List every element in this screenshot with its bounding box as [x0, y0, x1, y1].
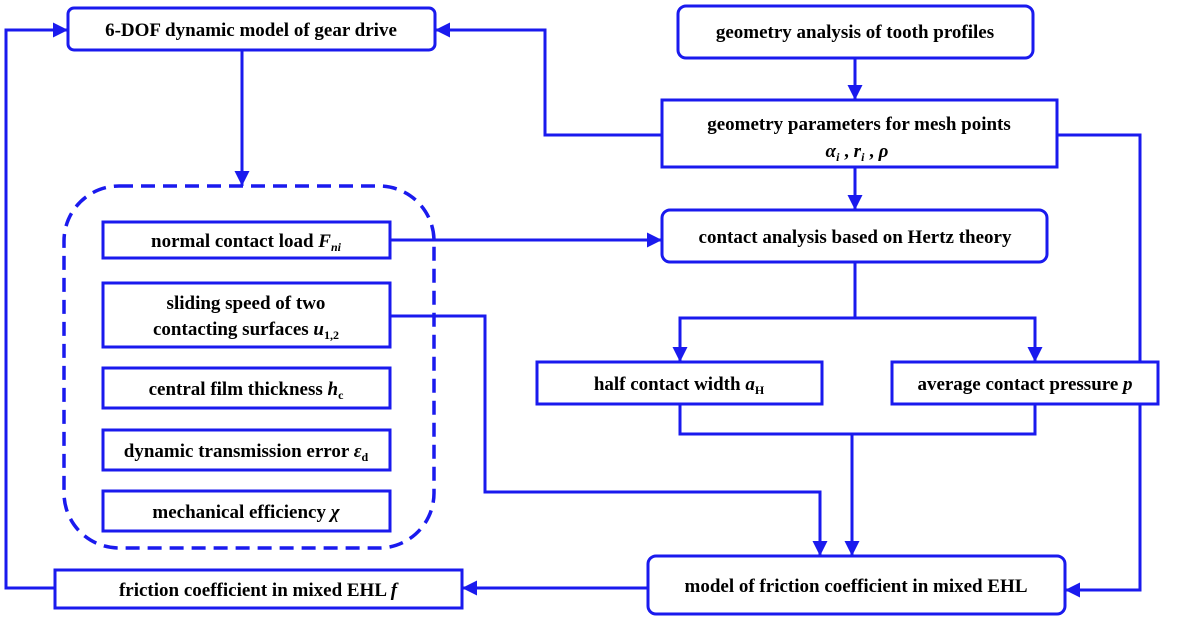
symbol-separator-1: ,	[839, 141, 853, 162]
node-central-film-thickness: central film thickness hc	[101, 366, 392, 410]
node-normal-contact-load: normal contact load Fni	[101, 220, 392, 260]
node-normal-contact-load-label: normal contact load Fni	[151, 231, 342, 254]
node-half-contact-width: half contact width aH	[535, 360, 824, 406]
symbol-r: r	[854, 141, 862, 162]
node-mechanical-efficiency-label: mechanical efficiency χ	[152, 502, 340, 523]
node-sliding-speed: sliding speed of two contacting surfaces…	[101, 281, 392, 349]
node-geometry-params-line1: geometry parameters for mesh points	[707, 114, 1011, 135]
node-friction-coefficient: friction coefficient in mixed EHL f	[53, 568, 464, 610]
arrow-hertz-to-pressure	[855, 316, 1043, 362]
node-sliding-speed-line1: sliding speed of two	[167, 293, 326, 314]
half-width-symbol: a	[745, 374, 755, 395]
friction-coeff-text: friction coefficient in mixed EHL	[119, 580, 391, 601]
node-friction-model-label: model of friction coefficient in mixed E…	[685, 576, 1028, 597]
arrow-hertz-split	[678, 262, 857, 362]
efficiency-text: mechanical efficiency	[152, 502, 330, 523]
node-friction-coefficient-label: friction coefficient in mixed EHL f	[119, 580, 399, 601]
symbol-r-subscript: i	[861, 150, 865, 164]
node-friction-model: model of friction coefficient in mixed E…	[646, 554, 1067, 616]
film-thickness-subscript: c	[338, 388, 344, 402]
arrow-sliding-to-friction-model	[390, 314, 828, 556]
trans-error-symbol: ε	[354, 441, 362, 462]
arrow-coefficient-to-model	[4, 22, 68, 590]
normal-load-subscript: ni	[331, 240, 342, 254]
arrow-merge	[678, 404, 1037, 436]
parameter-group	[62, 184, 436, 550]
normal-load-text: normal contact load	[151, 231, 318, 252]
node-dynamic-model-label: 6-DOF dynamic model of gear drive	[105, 20, 397, 41]
node-hertz-analysis: contact analysis based on Hertz theory	[660, 208, 1049, 264]
node-half-contact-width-label: half contact width aH	[594, 374, 765, 397]
trans-error-subscript: d	[362, 450, 369, 464]
node-geometry-params: geometry parameters for mesh points αi ,…	[660, 98, 1059, 169]
symbol-separator-2: ,	[864, 141, 878, 162]
node-dynamic-transmission-error-label: dynamic transmission error εd	[124, 441, 369, 464]
avg-pressure-text: average contact pressure	[917, 374, 1123, 395]
half-width-text: half contact width	[594, 374, 745, 395]
node-hertz-analysis-label: contact analysis based on Hertz theory	[699, 227, 1012, 248]
symbol-alpha: α	[826, 141, 837, 162]
avg-pressure-symbol: p	[1121, 374, 1133, 395]
normal-load-symbol: F	[317, 231, 331, 252]
node-central-film-thickness-label: central film thickness hc	[149, 379, 344, 402]
half-width-subscript: H	[755, 383, 765, 397]
node-dynamic-model: 6-DOF dynamic model of gear drive	[66, 6, 437, 52]
symbol-alpha-subscript: i	[836, 150, 840, 164]
arrow-params-to-model	[435, 22, 662, 137]
film-thickness-text: central film thickness	[149, 379, 328, 400]
node-average-contact-pressure: average contact pressure p	[890, 360, 1160, 406]
efficiency-symbol: χ	[328, 502, 341, 523]
node-geometry-analysis-label: geometry analysis of tooth profiles	[716, 22, 994, 43]
sliding-speed-symbol: u	[313, 319, 324, 340]
node-geometry-params-line2: αi , ri , ρ	[826, 141, 889, 164]
node-average-contact-pressure-label: average contact pressure p	[917, 374, 1132, 395]
node-mechanical-efficiency: mechanical efficiency χ	[101, 489, 392, 533]
sliding-speed-text: contacting surfaces	[153, 319, 313, 340]
node-sliding-speed-line2: contacting surfaces u1,2	[153, 319, 339, 342]
symbol-rho: ρ	[878, 141, 889, 162]
trans-error-text: dynamic transmission error	[124, 441, 354, 462]
film-thickness-symbol: h	[328, 379, 339, 400]
sliding-speed-subscript: 1,2	[324, 328, 339, 342]
node-dynamic-transmission-error: dynamic transmission error εd	[101, 428, 392, 472]
friction-coeff-symbol: f	[391, 580, 399, 601]
node-geometry-analysis: geometry analysis of tooth profiles	[676, 4, 1035, 60]
